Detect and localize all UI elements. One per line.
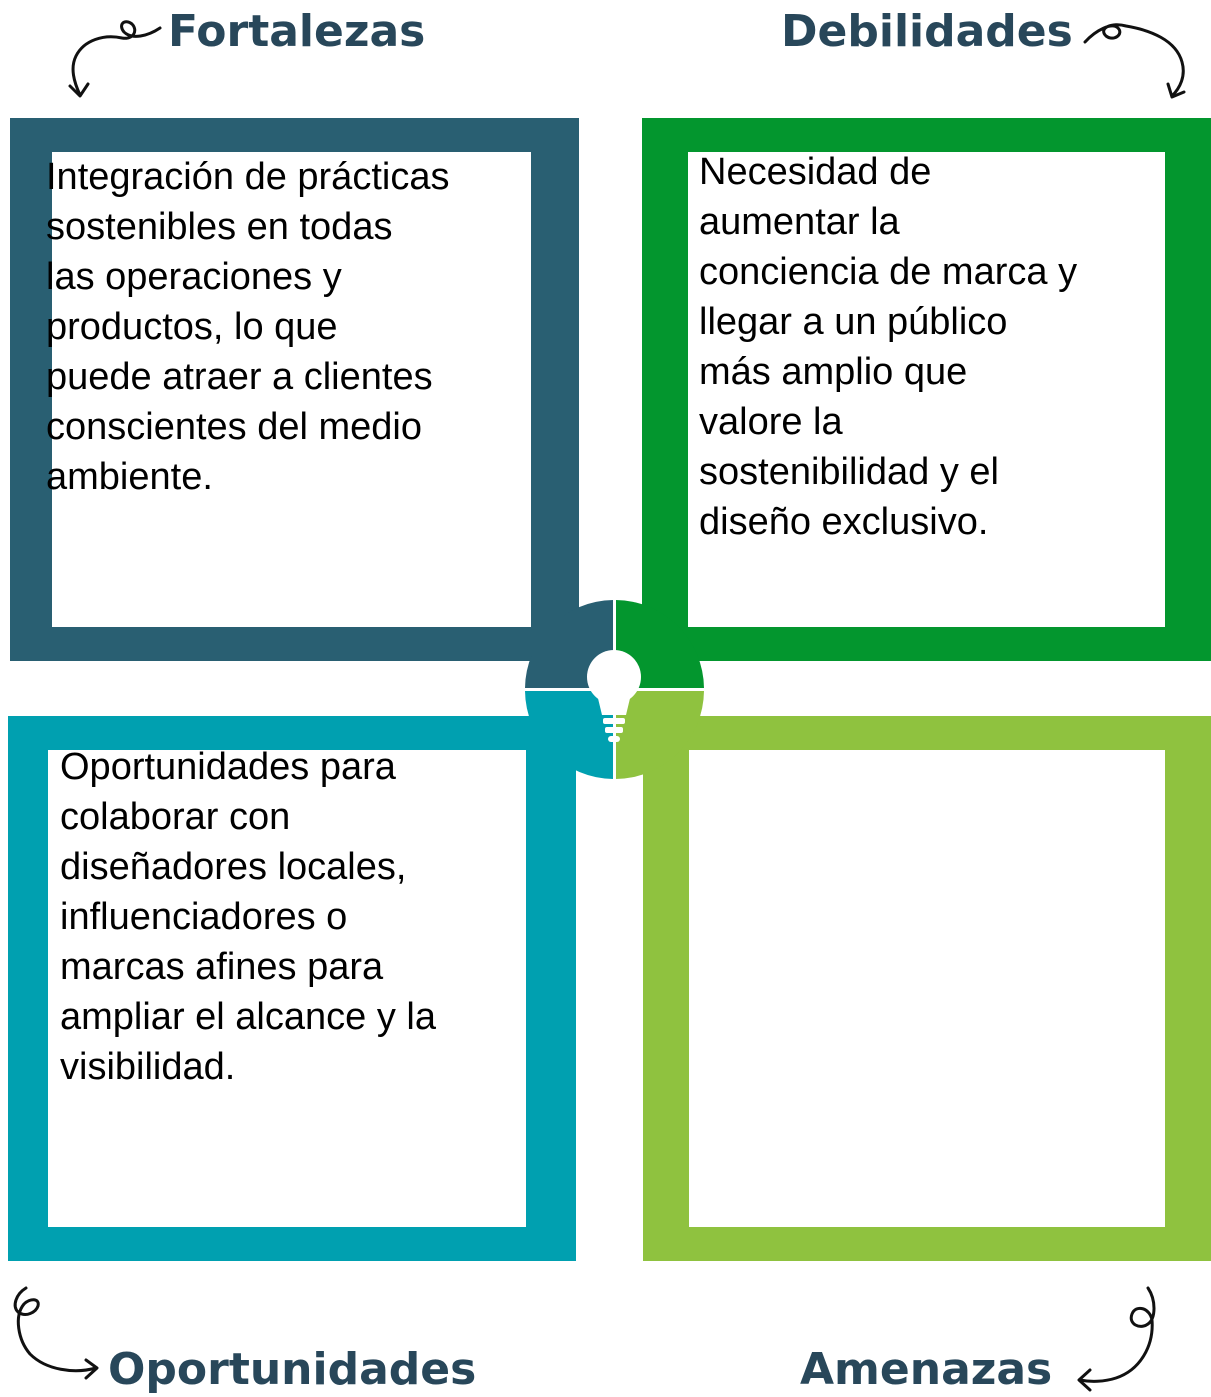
threats-title: Amenazas: [800, 1344, 1053, 1395]
strengths-title: Fortalezas: [168, 6, 426, 57]
curly-arrow-icon: [1077, 1286, 1156, 1392]
lightbulb-icon: [587, 650, 641, 742]
weaknesses-frame: [642, 118, 1211, 661]
opportunities-text: Oportunidades para colaborar con diseñad…: [60, 746, 436, 1088]
threats-frame: [643, 716, 1211, 1261]
opportunities-title: Oportunidades: [108, 1344, 477, 1395]
curly-arrow-icon: [68, 20, 162, 98]
weaknesses-text: Necesidad de aumentar la conciencia de m…: [699, 151, 1078, 543]
strengths-frame: [10, 118, 579, 661]
curly-arrow-icon: [1083, 23, 1186, 99]
curly-arrow-icon: [13, 1286, 99, 1380]
weaknesses-title: Debilidades: [781, 6, 1073, 57]
opportunities-frame: [8, 716, 576, 1261]
strengths-text: Integración de prácticas sostenibles en …: [46, 156, 450, 498]
